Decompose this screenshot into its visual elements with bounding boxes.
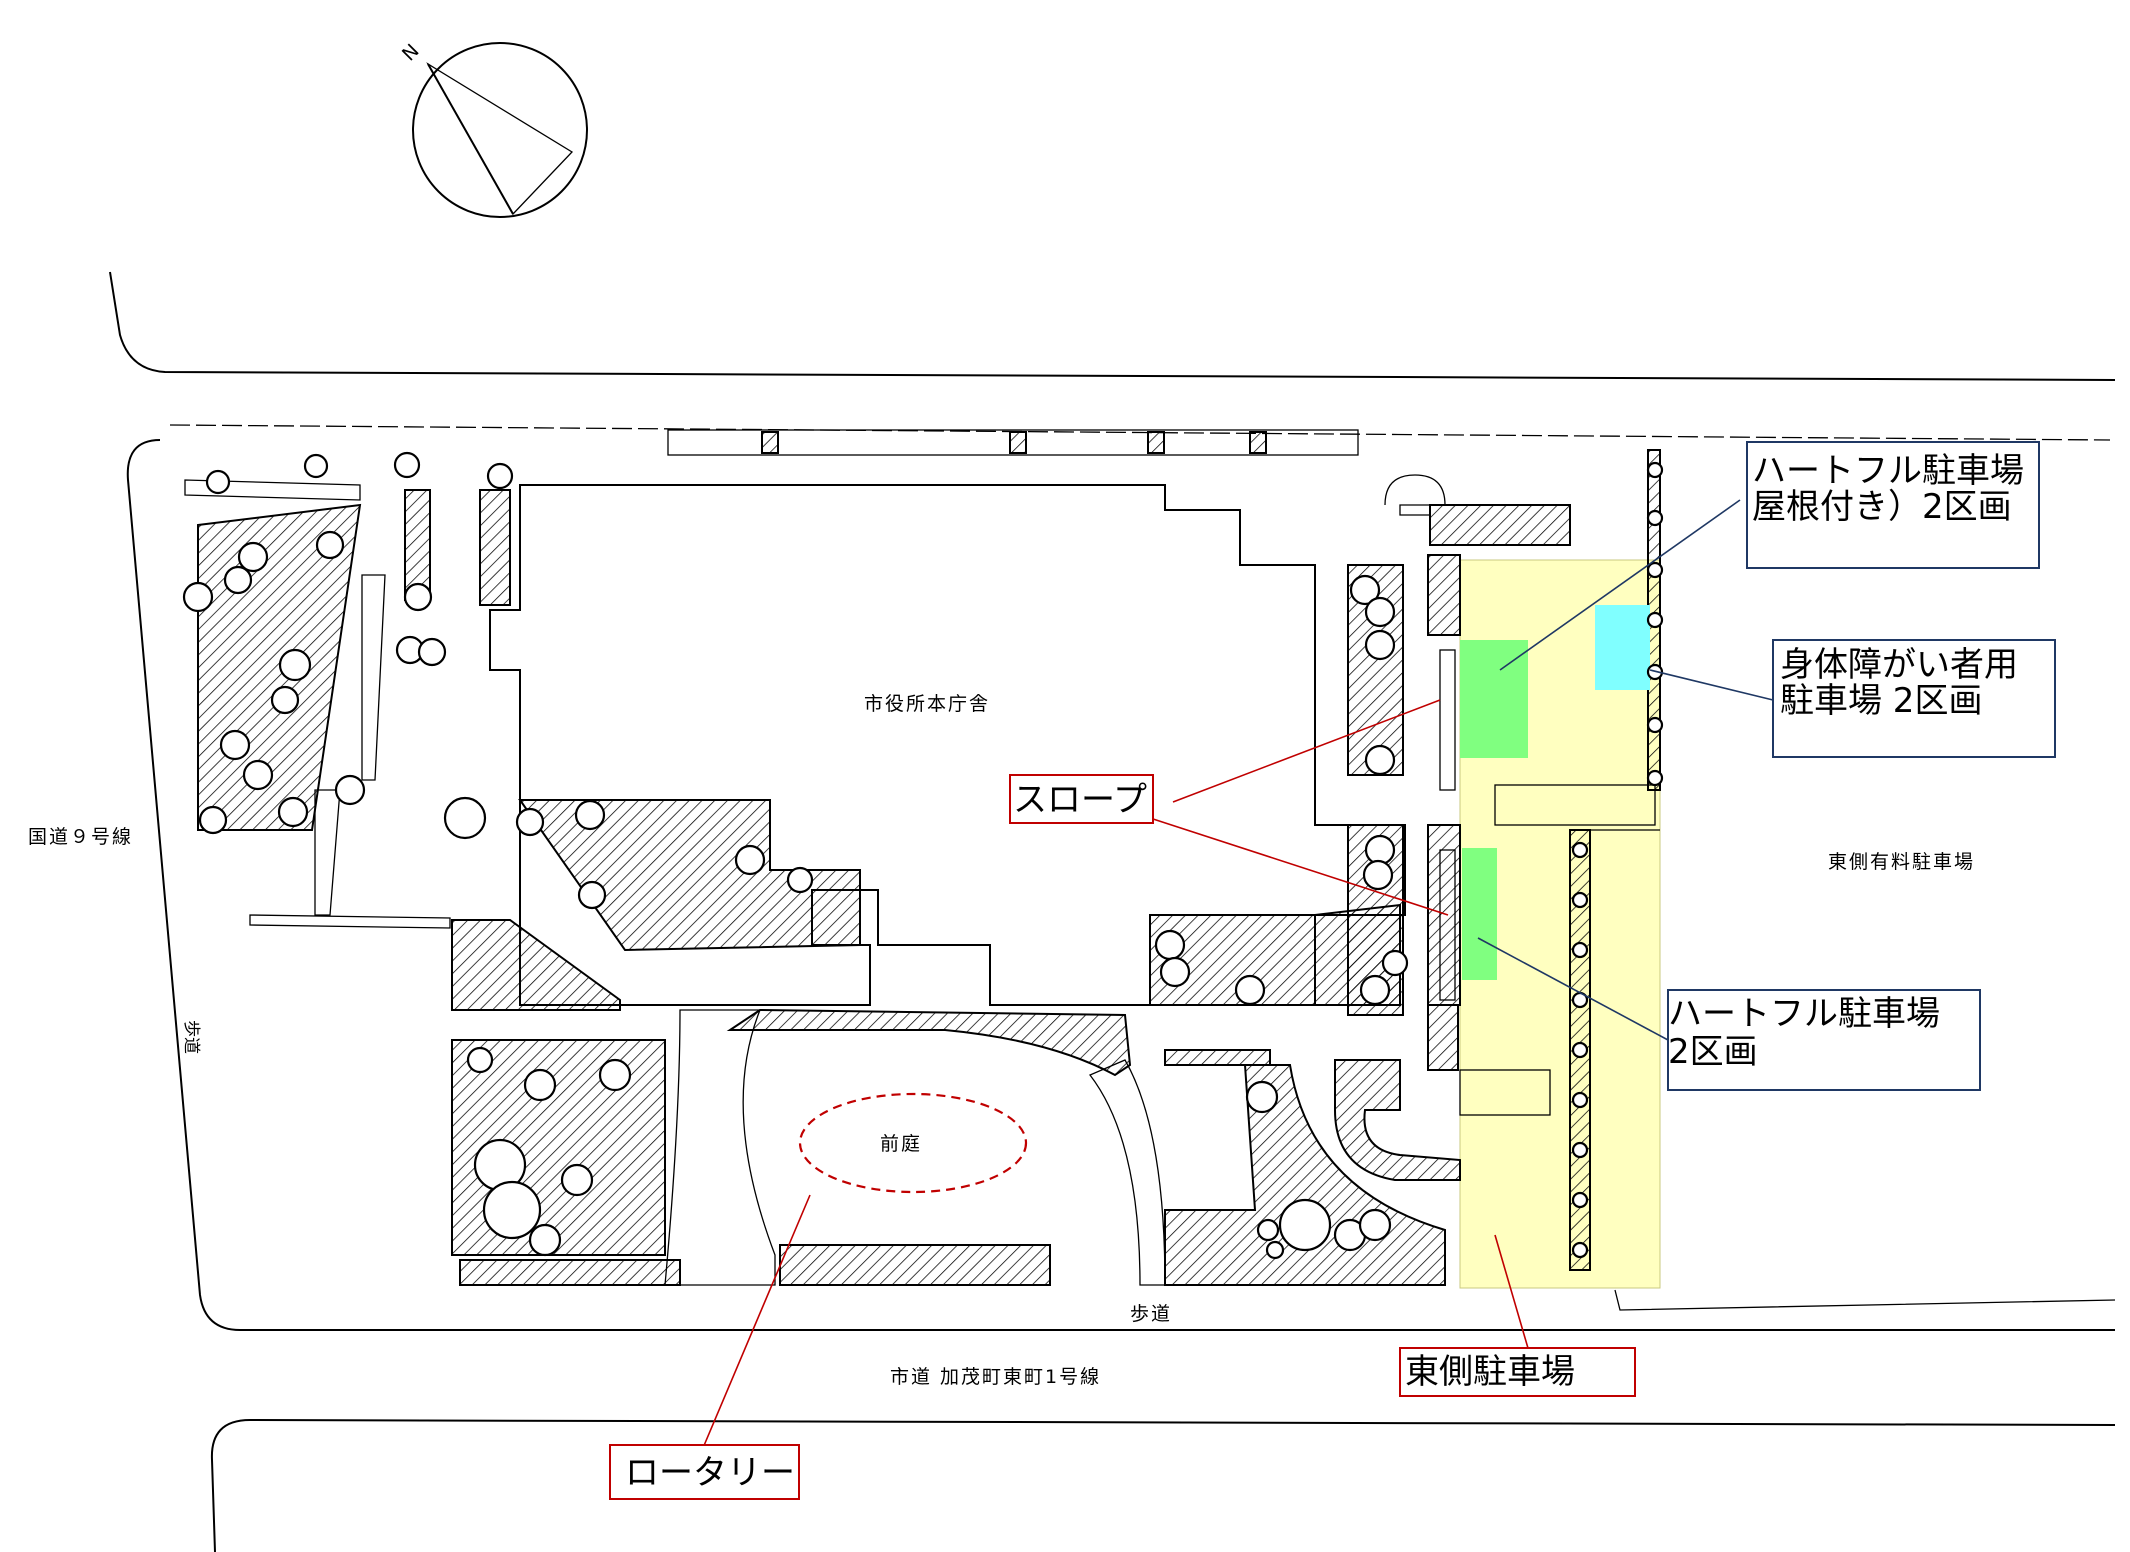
slope-lower [1439, 849, 1456, 1001]
svg-text:駐車場 2区画: 駐車場 2区画 [1780, 681, 1982, 721]
north-label: N [398, 39, 425, 66]
svg-text:ロータリー: ロータリー [625, 1453, 795, 1493]
callout-heartful: ハートフル駐車場 2区画 [1667, 989, 1981, 1091]
east-lot-label: 東側有料駐車場 [1828, 851, 1975, 873]
crosswalk [1459, 784, 1656, 1116]
forecourt-label: 前庭 [880, 1133, 922, 1155]
svg-text:身体障がい者用: 身体障がい者用 [1780, 645, 2018, 685]
road-lines [109, 271, 2116, 1552]
building-label: 市役所本庁舎 [864, 693, 990, 715]
svg-text:スロープ: スロープ [1013, 780, 1147, 820]
disabled-parking [1595, 605, 1650, 690]
south-west-garden [518, 799, 861, 952]
callout-east-parking: 東側駐車場 [1399, 1347, 1636, 1397]
svg-text:屋根付き）2区画: 屋根付き）2区画 [1752, 487, 2012, 527]
svg-text:東側駐車場: 東側駐車場 [1405, 1352, 1575, 1392]
leader-lines [699, 499, 1774, 1456]
city-hall-building [489, 484, 1406, 1006]
forecourt-ellipse [798, 1092, 1028, 1194]
trees [182, 451, 1664, 1260]
svg-text:ハートフル駐車場: ハートフル駐車場 [1752, 451, 2024, 491]
south-sidewalk-label: 歩道 [1130, 1303, 1172, 1325]
heartful-parking-roofed [1460, 640, 1528, 758]
west-sidewalk-label: 歩道 [181, 1020, 201, 1054]
callout-slope: スロープ [1009, 774, 1154, 824]
north-arrow-icon: N [398, 39, 588, 218]
callout-disabled: 身体障がい者用 駐車場 2区画 [1772, 639, 2056, 758]
svg-text:ハートフル駐車場: ハートフル駐車場 [1668, 994, 1940, 1034]
west-road-label: 国道９号線 [28, 826, 133, 848]
callout-heartful-roofed: ハートフル駐車場 屋根付き）2区画 [1746, 441, 2040, 569]
callout-rotary: ロータリー [609, 1444, 800, 1500]
svg-text:2区画: 2区画 [1668, 1032, 1758, 1072]
heartful-parking [1462, 848, 1497, 980]
forecourt-frame [664, 1009, 776, 1286]
slope-upper [1439, 649, 1456, 791]
north-entrance-strip [667, 429, 1359, 456]
south-road-label: 市道 加茂町東町1号線 [890, 1366, 1101, 1388]
